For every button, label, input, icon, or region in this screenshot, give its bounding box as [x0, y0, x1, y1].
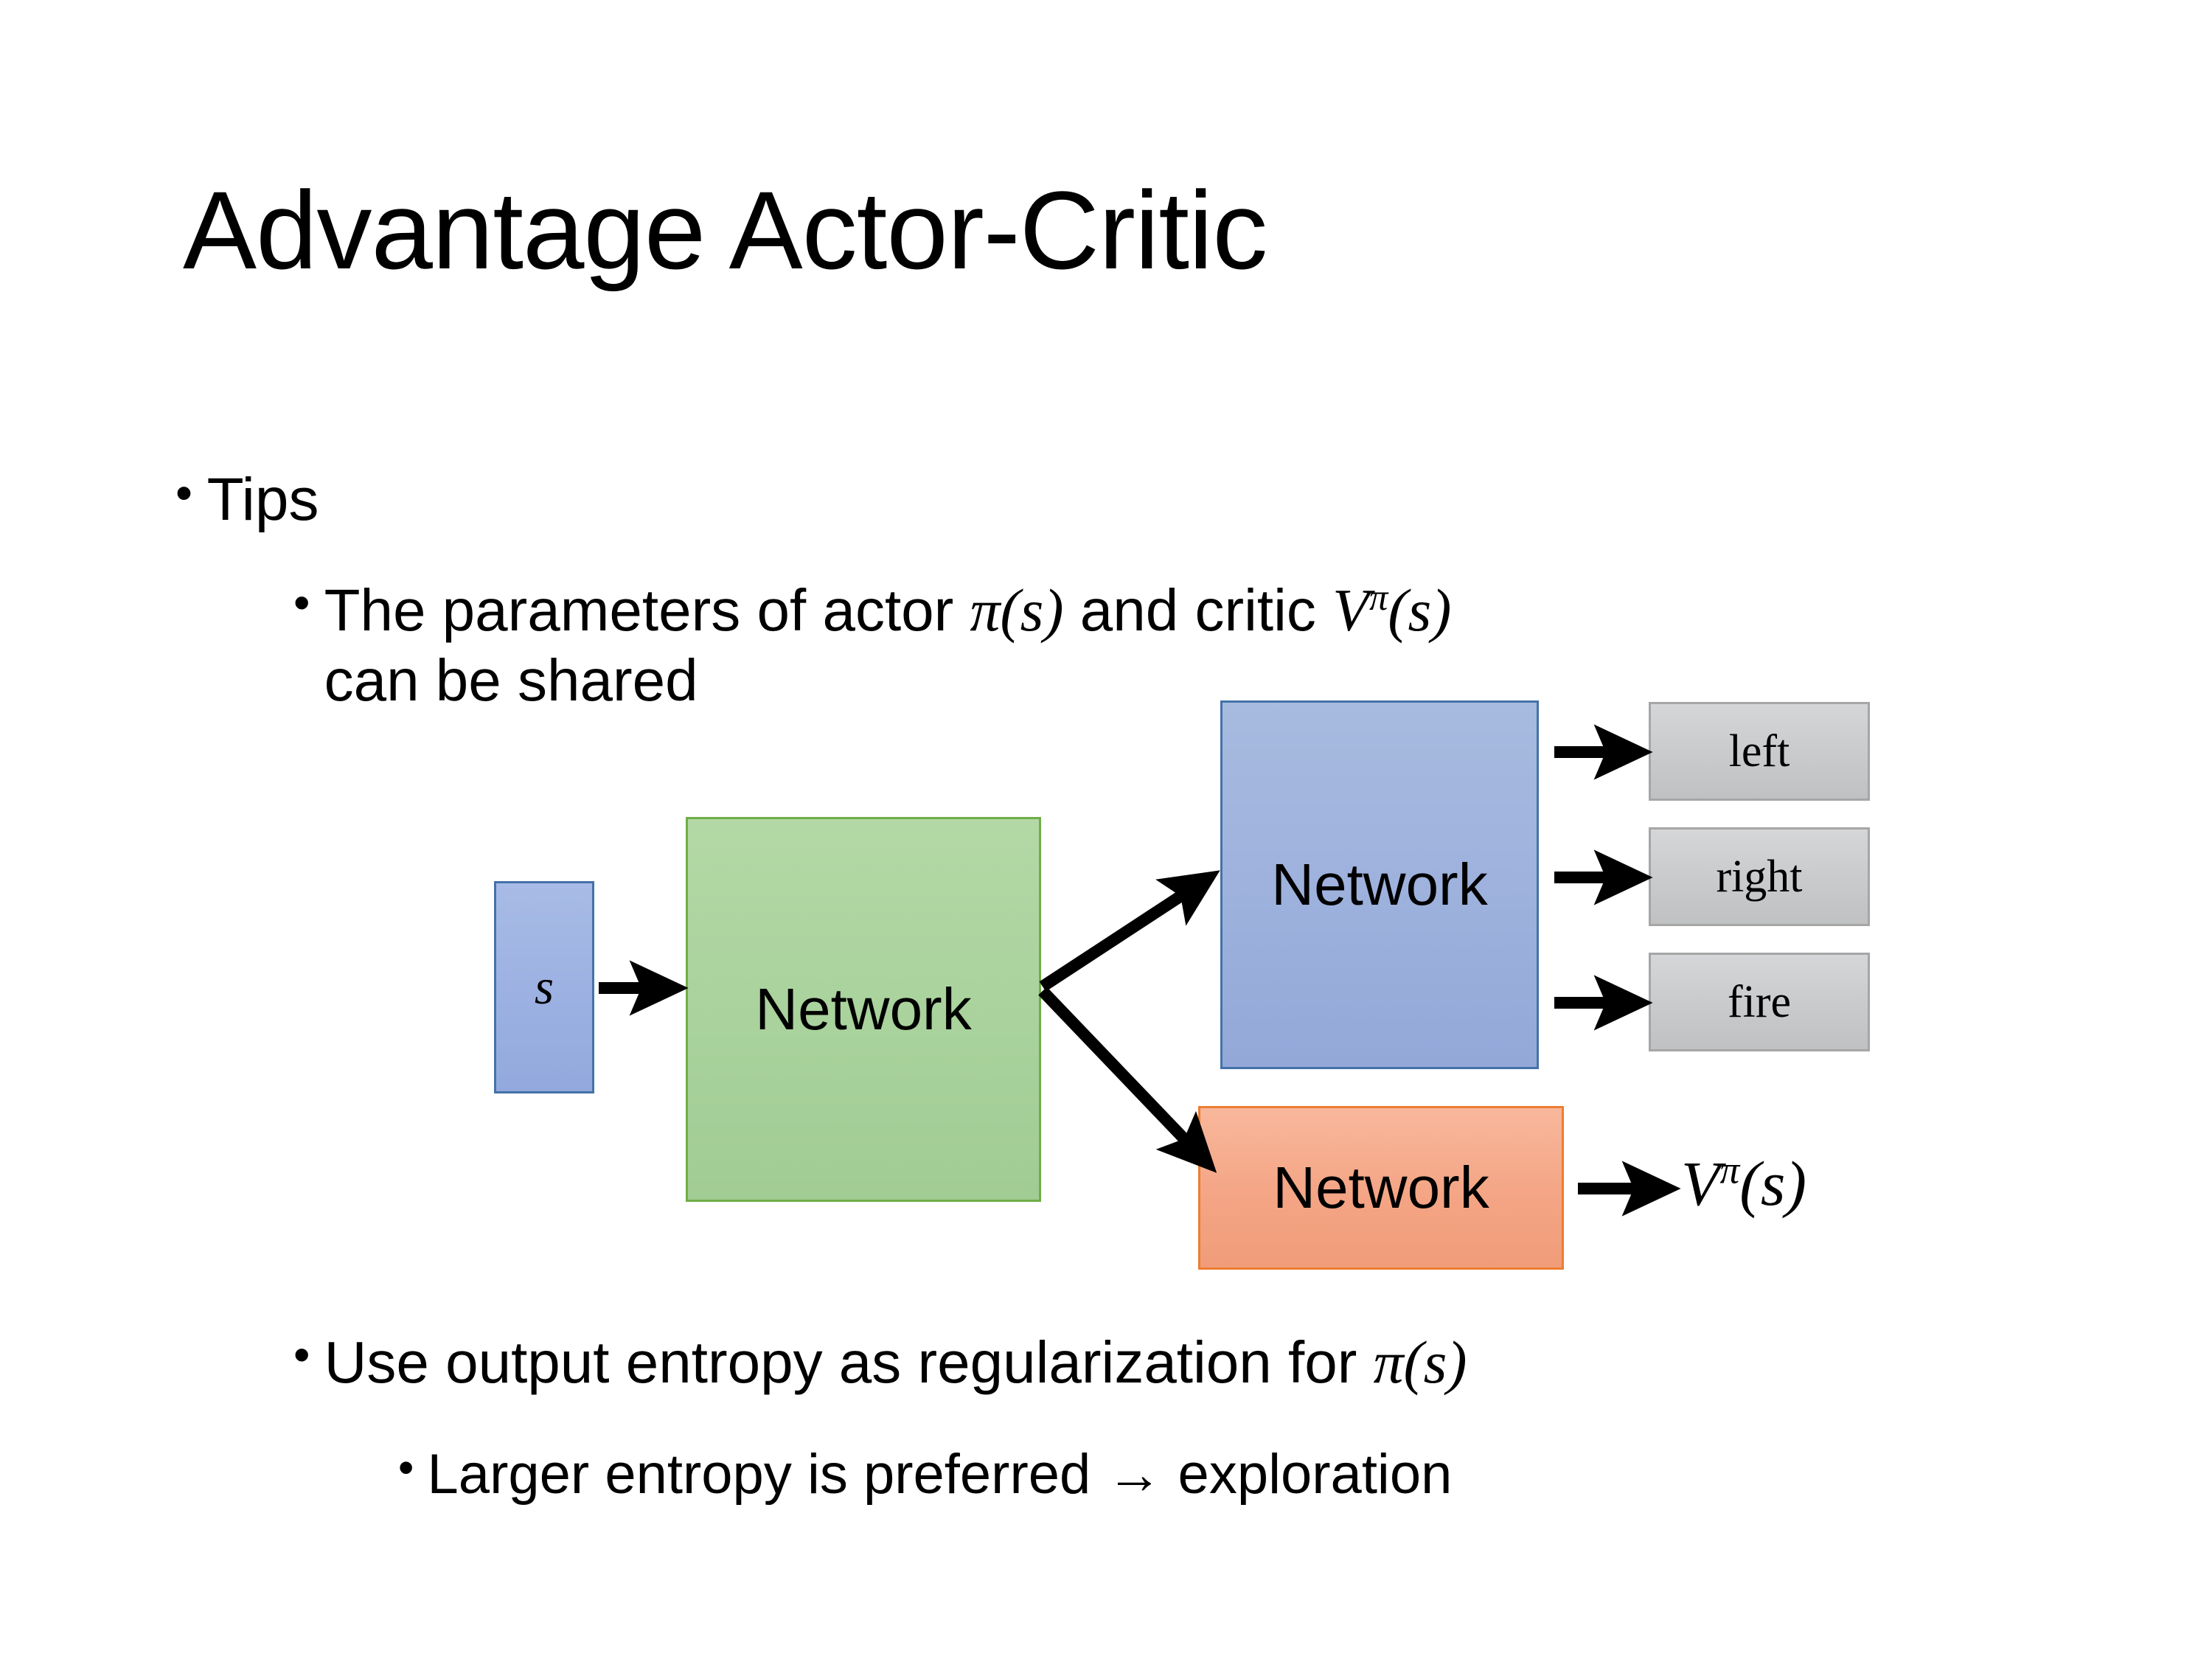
math-critic-argument: (s) [1388, 577, 1452, 644]
math-actor-policy: π(s) [970, 577, 1064, 644]
shared-network-label: Network [755, 976, 972, 1042]
params-text-before: The parameters of actor [324, 577, 970, 643]
bullet-entropy-regularization: • Use output entropy as regularization f… [293, 1327, 1467, 1398]
value-output-argument: (s) [1739, 1148, 1807, 1219]
math-critic-base: V [1332, 577, 1369, 644]
params-text-middle: and critic [1063, 577, 1333, 643]
actor-network-label: Network [1271, 852, 1488, 917]
action-output-fire: fire [1649, 953, 1870, 1051]
state-input-label: s [534, 959, 554, 1015]
bullet-marker: • [398, 1442, 414, 1492]
bullet-tips-label: Tips [206, 466, 319, 533]
bullet-shared-parameters: • The parameters of actor π(s) and criti… [293, 575, 2063, 716]
action-output-left: left [1649, 702, 1870, 801]
state-input-box: s [494, 881, 594, 1093]
arrow-shared-to-actor [1039, 870, 1220, 992]
bullet-marker: • [293, 576, 310, 629]
bullet-larger-entropy: • Larger entropy is preferred → explorat… [398, 1441, 1452, 1508]
entropy-text: Use output entropy as regularization for [324, 1329, 1374, 1395]
action-output-fire-label: fire [1727, 976, 1792, 1027]
value-function-output: Vπ(s) [1681, 1147, 1806, 1220]
bullet-shared-parameters-text: The parameters of actor π(s) and critic … [324, 575, 1873, 716]
arrow-shared-to-critic [1038, 987, 1217, 1173]
bullet-marker: • [175, 466, 192, 520]
value-output-superscript: π [1719, 1147, 1740, 1192]
page-title: Advantage Actor-Critic [183, 168, 1267, 292]
value-output-base: V [1681, 1148, 1720, 1219]
bullet-marker: • [293, 1328, 310, 1381]
math-actor-policy: π(s) [1373, 1329, 1467, 1396]
math-critic-value: Vπ(s) [1332, 577, 1451, 644]
shared-network-box: Network [686, 817, 1041, 1202]
bullet-larger-entropy-label: Larger entropy is preferred → exploratio… [427, 1443, 1453, 1506]
actor-network-box: Network [1220, 700, 1539, 1069]
params-text-after: can be shared [324, 647, 698, 714]
bullet-tips: • Tips [175, 465, 319, 536]
action-output-right-label: right [1716, 851, 1803, 902]
critic-network-label: Network [1273, 1155, 1489, 1220]
action-output-right: right [1649, 827, 1870, 926]
action-output-left-label: left [1728, 726, 1790, 776]
bullet-entropy-text: Use output entropy as regularization for… [324, 1327, 1467, 1398]
critic-network-box: Network [1198, 1106, 1564, 1270]
math-critic-superscript: π [1368, 576, 1388, 618]
